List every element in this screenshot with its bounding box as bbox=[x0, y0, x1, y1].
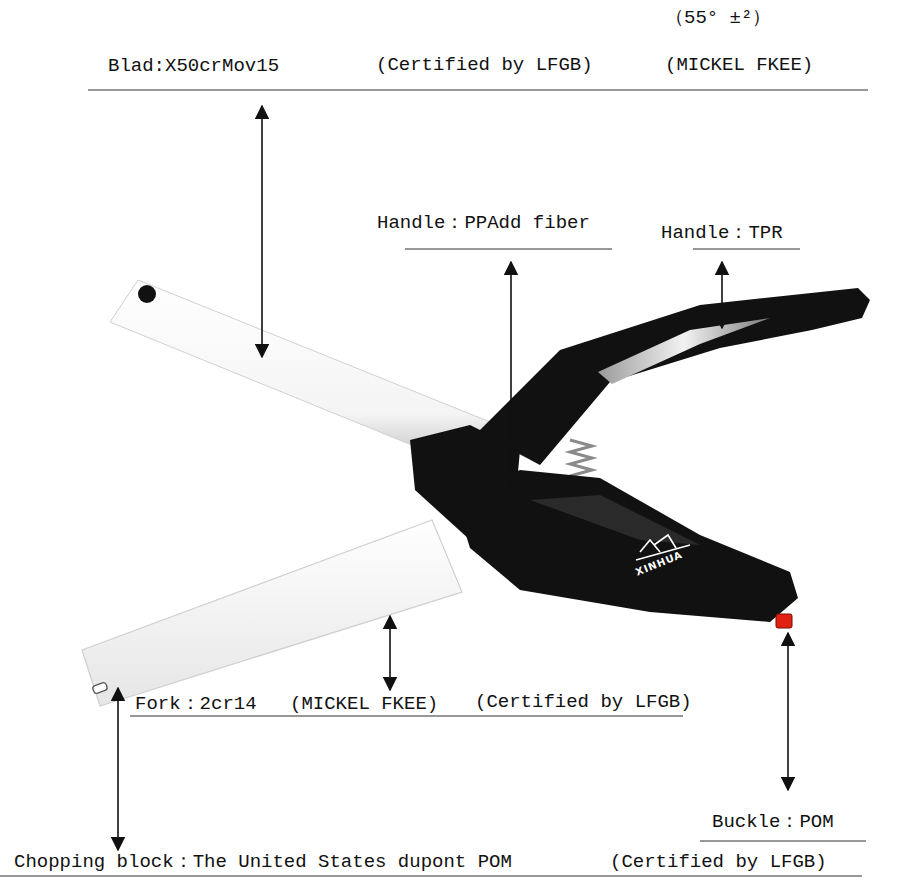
cert-note: (Certified by LFGB) bbox=[376, 55, 593, 76]
handle-insert bbox=[598, 318, 770, 384]
material-note: (MICKEL FKEE) bbox=[665, 55, 813, 76]
part-label: Handle：PPAdd fiber bbox=[377, 213, 590, 234]
board-slot bbox=[92, 682, 108, 694]
blade-rivet bbox=[138, 285, 156, 303]
cert-note: (Certified by LFGB) bbox=[610, 852, 827, 873]
part-label: Blad:X50crMov15 bbox=[108, 56, 279, 77]
chopping-board bbox=[82, 520, 462, 706]
upper-handle bbox=[478, 288, 870, 465]
part-label: Fork：2cr14 bbox=[135, 694, 257, 715]
material-note: (MICKEL FKEE) bbox=[290, 694, 438, 715]
part-label: Chopping block：The United States dupont … bbox=[14, 852, 512, 873]
lower-handle bbox=[455, 470, 798, 622]
guide-lines bbox=[0, 90, 868, 876]
angle-note: （55° ±²） bbox=[665, 8, 771, 29]
part-label: Handle：TPR bbox=[661, 223, 783, 244]
spring bbox=[570, 440, 592, 476]
brand-logo: XINHUA bbox=[634, 548, 684, 577]
dimension-arrows bbox=[118, 106, 788, 850]
cert-note: (Certified by LFGB) bbox=[475, 692, 692, 713]
handle-shade bbox=[530, 495, 700, 545]
buckle bbox=[776, 614, 792, 628]
part-label: Buckle：POM bbox=[712, 812, 834, 833]
